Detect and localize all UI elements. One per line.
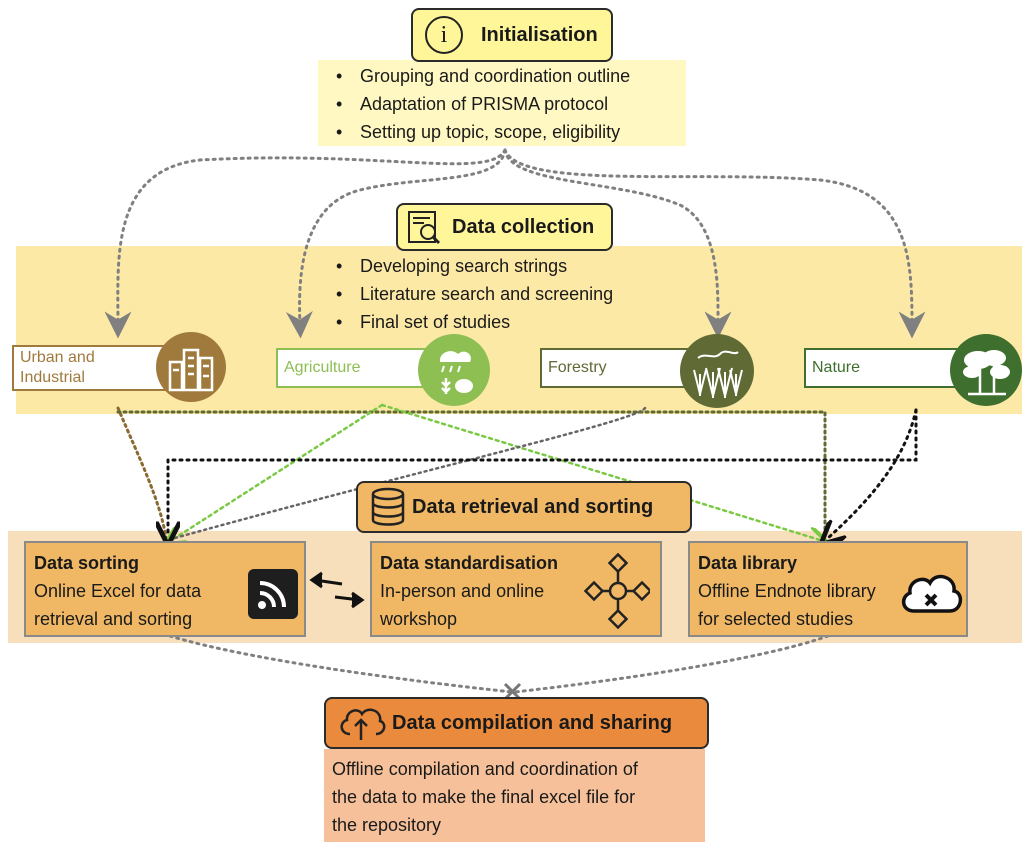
initialisation-bullets-bg: [318, 60, 686, 146]
network-icon: [583, 551, 653, 639]
compile-merge-mark: [503, 682, 522, 701]
connector-sorting-compile: [168, 634, 514, 694]
cloud-upload-icon: [336, 704, 386, 742]
category-label: Forestry: [548, 359, 607, 376]
connector-init-nature: [503, 148, 926, 339]
connector-init-agriculture: [285, 148, 507, 339]
initialisation-bullets: •Grouping and coordination outline •Adap…: [336, 62, 630, 146]
card-title: Data standardisation: [380, 553, 559, 573]
category-agriculture: Agriculture: [276, 348, 436, 388]
category-label: Industrial: [20, 369, 85, 386]
connector-urban-library: [116, 410, 827, 538]
initialisation-title-box: i Initialisation: [411, 8, 613, 62]
connector-init-forestry: [503, 148, 732, 339]
data-collection-title-box: Data collection: [396, 203, 613, 251]
forest-icon: [680, 334, 754, 408]
category-label: Agriculture: [284, 359, 361, 376]
data-compilation-body: Offline compilation and coordination of …: [324, 749, 705, 842]
data-retrieval-title: Data retrieval and sorting: [412, 495, 654, 518]
database-icon: [370, 487, 406, 527]
list-item: •Developing search strings: [336, 256, 568, 276]
tree-icon: [950, 334, 1022, 406]
compilation-text: the repository: [332, 815, 442, 835]
initialisation-title: Initialisation: [481, 23, 598, 46]
connector-urban-sorting: [116, 406, 168, 540]
list-item: •Setting up topic, scope, eligibility: [336, 122, 621, 142]
data-collection-bullets: •Developing search strings •Literature s…: [336, 252, 613, 336]
category-label: Nature: [812, 359, 861, 376]
card-text: for selected studies: [698, 609, 854, 629]
info-icon: i: [425, 16, 463, 54]
card-data-sorting: Data sorting Online Excel for data retri…: [24, 541, 306, 637]
rss-icon: [248, 569, 298, 619]
cloud-error-icon: [898, 569, 964, 625]
document-search-icon: [406, 209, 442, 245]
connector-agri-sorting: [172, 403, 384, 540]
data-collection-title: Data collection: [452, 215, 595, 238]
category-nature: Nature: [804, 348, 974, 388]
list-item: •Literature search and screening: [336, 284, 614, 304]
connector-init-urban: [104, 148, 507, 339]
connector-forestry-sorting: [173, 406, 647, 540]
buildings-icon: [156, 332, 226, 402]
connector-agri-library: [380, 403, 820, 540]
card-text: workshop: [380, 609, 458, 629]
data-retrieval-title-box: Data retrieval and sorting: [356, 481, 692, 533]
connector-library-compile: [513, 634, 830, 694]
category-forestry: Forestry: [540, 348, 700, 388]
card-text: retrieval and sorting: [34, 609, 193, 629]
connector-nature-library: [828, 408, 918, 538]
card-text: In-person and online: [380, 581, 545, 601]
category-label: Urban and: [20, 349, 95, 366]
card-title: Data sorting: [34, 553, 140, 573]
compilation-text: the data to make the final excel file fo…: [332, 787, 636, 807]
agriculture-icon: [418, 334, 490, 406]
list-item: •Grouping and coordination outline: [336, 66, 631, 86]
compilation-text: Offline compilation and coordination of: [332, 759, 638, 779]
bidirectional-arrow-icon: [309, 571, 365, 609]
list-item: •Adaptation of PRISMA protocol: [336, 94, 609, 114]
card-text: Offline Endnote library: [698, 581, 876, 601]
list-item: •Final set of studies: [336, 312, 511, 332]
data-compilation-title-box: Data compilation and sharing: [324, 697, 709, 749]
connector-nature-sorting: [168, 408, 918, 536]
card-data-library: Data library Offline Endnote library for…: [688, 541, 968, 637]
data-compilation-title: Data compilation and sharing: [392, 711, 673, 734]
card-title: Data library: [698, 553, 798, 573]
card-text: Online Excel for data: [34, 581, 202, 601]
card-data-standardisation: Data standardisation In-person and onlin…: [370, 541, 662, 637]
